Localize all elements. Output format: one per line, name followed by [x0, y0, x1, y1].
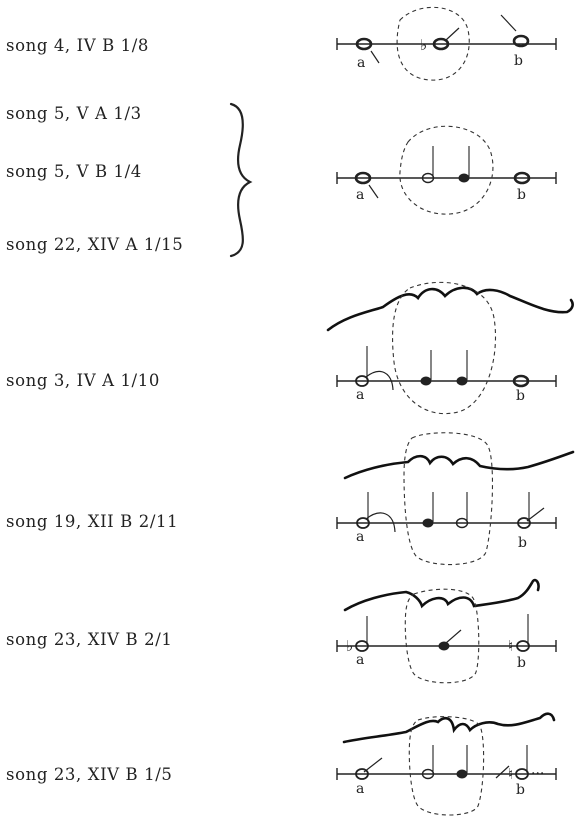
note-letter-a: a	[357, 55, 365, 71]
dashed-circle	[403, 432, 493, 566]
note-a	[356, 517, 370, 529]
notation-row-4: a b	[336, 432, 575, 566]
song-label-4: song 22, XIV A 1/15	[6, 235, 184, 254]
song-label-7: song 23, XIV B 2/1	[6, 630, 173, 649]
note-letter-a: a	[356, 387, 364, 403]
note-letter-a: a	[356, 781, 364, 797]
tie-curve	[365, 370, 394, 391]
notation-row-2: a b	[336, 125, 557, 215]
melodic-contour	[326, 286, 574, 332]
note-letter-b: b	[514, 53, 523, 69]
note-a	[354, 171, 372, 185]
slash-mark	[526, 507, 545, 522]
melodic-contour	[343, 450, 575, 480]
song-label-2: song 5, V A 1/3	[6, 104, 142, 123]
note-a	[355, 768, 369, 780]
note-half	[421, 172, 435, 184]
notation-row-3: a b	[326, 281, 574, 415]
slash-mark	[500, 14, 517, 32]
note-a	[355, 375, 369, 387]
note-a	[355, 640, 369, 652]
dashed-circle	[404, 588, 480, 684]
tie-curve	[365, 512, 396, 533]
song-label-8: song 23, XIV B 1/5	[6, 765, 173, 784]
note-b	[515, 768, 529, 780]
note-letter-b: b	[517, 655, 526, 671]
note-a	[355, 37, 373, 51]
notation-row-1: a ♭ b	[336, 6, 557, 81]
note-quarter	[420, 376, 432, 386]
note-letter-b: b	[517, 187, 526, 203]
song-label-3: song 5, V B 1/4	[6, 162, 142, 181]
note-letter-a: a	[356, 187, 364, 203]
slash-mark	[370, 50, 380, 64]
note-quarter	[456, 376, 468, 386]
song-label-1: song 4, IV B 1/8	[6, 36, 150, 55]
note-half	[421, 768, 435, 780]
note-quarter	[438, 641, 450, 651]
note-quarter	[456, 769, 468, 779]
notation-row-6: a ♮ ... b	[336, 712, 557, 816]
natural-sign: ♮	[508, 765, 513, 783]
note-letter-a: a	[356, 652, 364, 668]
note-quarter	[422, 518, 434, 528]
note-b	[512, 374, 530, 388]
slash-mark	[495, 765, 510, 779]
song-label-6: song 19, XII B 2/11	[6, 512, 179, 531]
melodic-contour	[342, 712, 556, 744]
group-brace	[229, 102, 253, 258]
note-letter-b: b	[516, 782, 525, 798]
note-letter-b: b	[518, 535, 527, 551]
slash-mark	[445, 629, 462, 644]
melodic-contour	[343, 578, 540, 612]
flat-sign: ♭	[420, 36, 427, 54]
note-letter-a: a	[356, 529, 364, 545]
song-label-5: song 3, IV A 1/10	[6, 371, 160, 390]
slash-mark	[363, 757, 383, 773]
note-letter-b: b	[516, 388, 525, 404]
dashed-circle	[392, 281, 497, 415]
notation-row-5: ♭ a ♮ b	[336, 578, 557, 684]
note-b	[517, 517, 531, 529]
note-flat	[432, 37, 450, 51]
dashed-circle	[399, 125, 494, 215]
note-half	[455, 517, 469, 529]
note-b	[516, 640, 530, 652]
natural-sign: ♮	[508, 637, 513, 655]
note-b	[513, 171, 531, 185]
ellipsis-mark: ...	[531, 762, 544, 778]
slash-mark	[445, 27, 460, 41]
slash-mark	[368, 184, 379, 199]
note-quarter	[458, 173, 470, 183]
note-b	[512, 34, 530, 48]
flat-sign: ♭	[346, 637, 353, 655]
dashed-circle	[408, 716, 485, 816]
